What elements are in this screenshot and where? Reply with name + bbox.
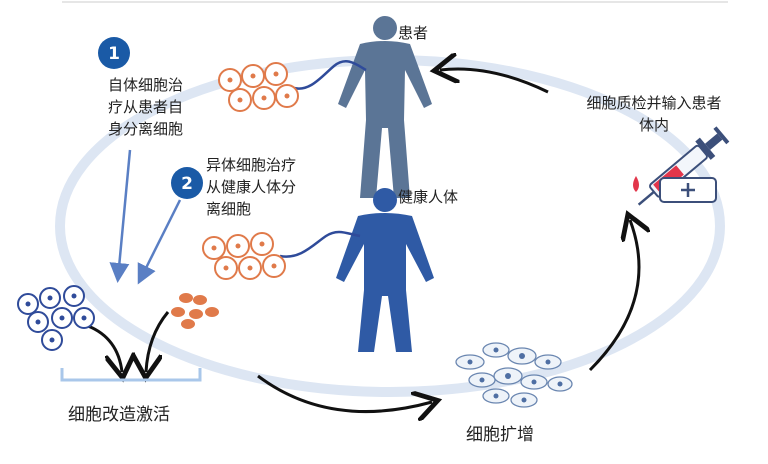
autologous-cells — [17, 285, 95, 351]
arrow-merge-left — [87, 324, 122, 372]
healthy-person-label: 健康人体 — [398, 188, 459, 206]
allogeneic-cells — [171, 293, 219, 329]
patient-figure — [338, 16, 432, 198]
healthy-cells — [202, 232, 286, 280]
healthy-person-figure — [336, 188, 434, 352]
step1-text: 自体细胞治 疗从患者自 身分离细胞 — [108, 76, 184, 138]
activation-tray — [60, 368, 202, 382]
patient-cell-nuclei — [227, 71, 290, 103]
arrow-merge-right — [146, 311, 170, 372]
healthy-tube — [279, 230, 361, 258]
step1-arrow — [109, 149, 132, 283]
patient-cells — [218, 62, 299, 112]
syringe-icon — [633, 126, 730, 206]
step2-badge: 2 — [171, 167, 203, 199]
step2-arrow — [137, 199, 182, 285]
svg-text:2: 2 — [181, 174, 193, 194]
svg-text:1: 1 — [108, 44, 120, 64]
arrow-to-expand — [257, 374, 432, 412]
patient-label: 患者 — [398, 24, 429, 42]
healthy-cell-nuclei — [211, 241, 277, 271]
expanded-cell-nuclei — [467, 347, 563, 403]
step2-text: 异体细胞治疗 从健康人体分 离细胞 — [206, 156, 297, 218]
arrow-to-qc — [588, 220, 639, 372]
patient-tube — [293, 60, 367, 90]
autologous-cell-nuclei — [25, 293, 87, 343]
expand-label: 细胞扩增 — [466, 425, 534, 445]
arrow-to-patient — [440, 69, 549, 94]
modify-activate-label: 细胞改造激活 — [68, 405, 170, 425]
step1-badge: 1 — [98, 37, 130, 69]
qc-infuse-label: 细胞质检并输入患者 体内 — [586, 94, 722, 134]
step-arrows — [109, 149, 182, 285]
cycle-arrows — [87, 69, 639, 412]
